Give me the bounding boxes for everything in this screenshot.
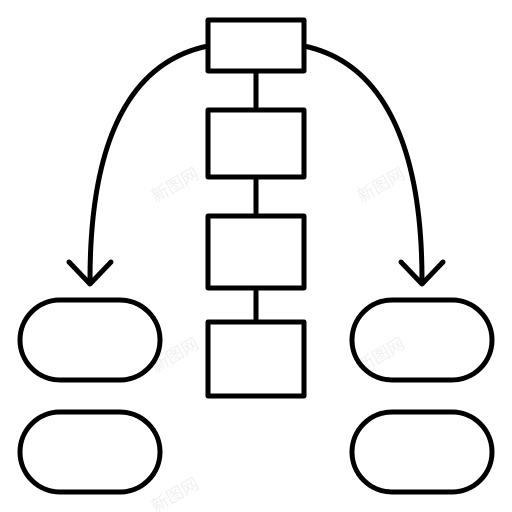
flow-box-4 — [205, 319, 307, 399]
flow-box-1 — [205, 17, 307, 74]
watermark-text: 新图网 — [354, 164, 408, 207]
right-pill-1 — [349, 297, 495, 383]
flow-box-2 — [205, 107, 307, 180]
left-arrowhead-icon — [66, 259, 114, 287]
right-branch-arrow — [301, 43, 425, 283]
right-arrowhead-icon — [398, 259, 446, 287]
watermark-text: 新图网 — [148, 164, 202, 207]
right-pill-2 — [349, 409, 495, 495]
flow-box-3 — [205, 213, 307, 291]
left-branch-arrow — [87, 43, 211, 283]
watermark-text: 新图网 — [354, 334, 408, 377]
left-pill-1 — [17, 297, 163, 383]
left-pill-2 — [17, 409, 163, 495]
watermark-text: 新图网 — [148, 474, 202, 512]
